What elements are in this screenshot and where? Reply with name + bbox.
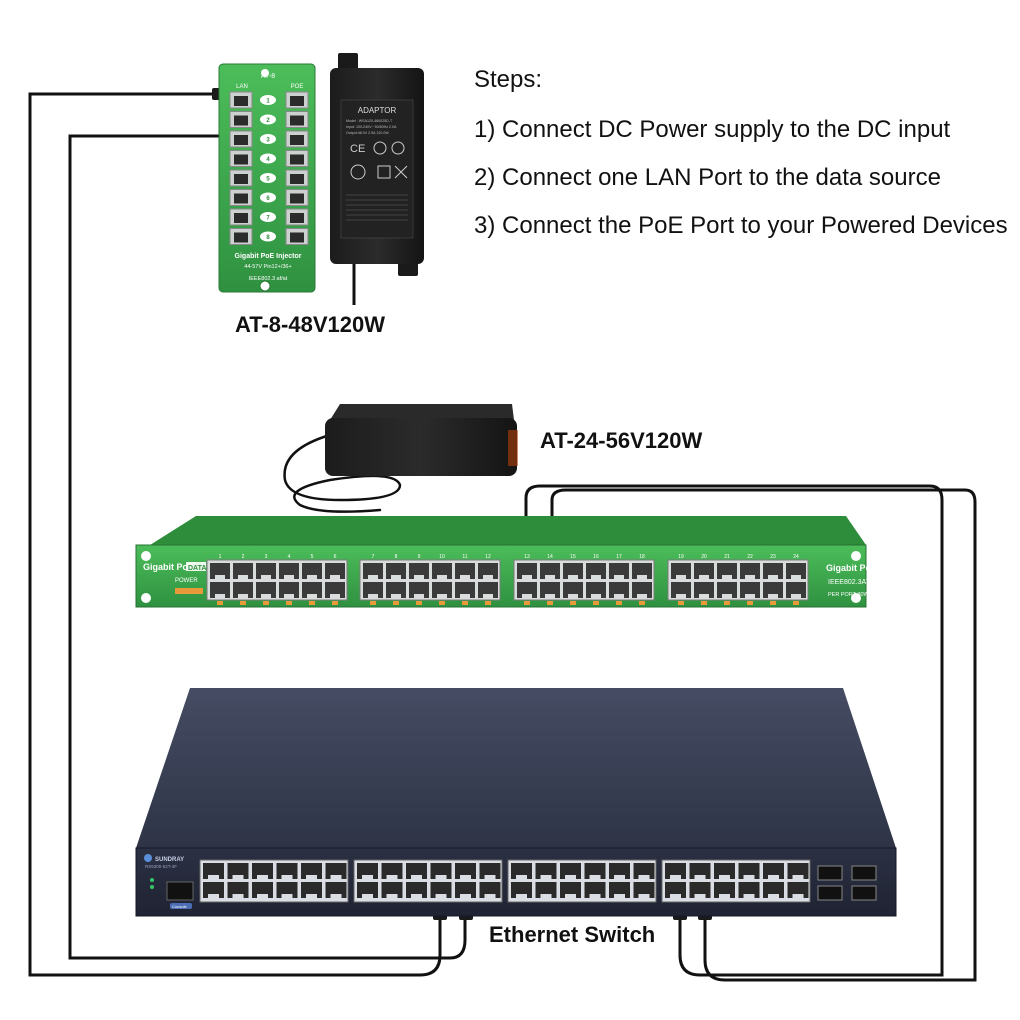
step-1: 1) Connect DC Power supply to the DC inp…: [474, 116, 951, 143]
switch-model: RS5300-52T-4F: [145, 864, 177, 869]
injector8-standard: IEEE802.3 af/at: [249, 276, 288, 282]
ul-icon: [350, 164, 366, 180]
injector24-port-number: 14: [547, 554, 553, 560]
injector8-ports: 1 2 3 4 5 6 7 8: [229, 91, 309, 245]
power-adaptor-24: [325, 404, 518, 476]
adaptor-cord-24: [283, 433, 402, 513]
injector24-port-number: 6: [334, 554, 337, 560]
sfp-ports: [817, 865, 877, 901]
step-2: 2) Connect one LAN Port to the data sour…: [474, 164, 941, 191]
ethernet-switch: SUNDRAY RS5300-52T-4F Console: [135, 688, 897, 917]
adaptor-line-2: Input: 100-240V~ 50/60Hz 2.0A: [346, 125, 397, 129]
injector24-right-note: PER PORT 30W: [828, 592, 870, 598]
injector8-spec: 44-57V Pin12+/36+: [244, 264, 291, 270]
injector8-port-number-badge: [260, 231, 276, 242]
injector24-port-number: 1: [219, 554, 222, 560]
injector8-port-number: 7: [266, 216, 270, 222]
sfp-port: [851, 885, 877, 901]
injector24-port-number: 19: [678, 554, 684, 560]
injector24-port-number: 13: [524, 554, 530, 560]
injector8-port-number-badge: [260, 153, 276, 164]
injector-8-port: AT-8 LAN POE 1 2 3 4 5 6 7 8 Gigabit PoE Inject…: [218, 63, 316, 293]
adaptor-line-1: Model : WSA120-480025D-T: [346, 119, 393, 123]
adaptor-line-3: Output:48.0V 2.5A 120.0W: [346, 131, 389, 135]
cables: [28, 92, 977, 982]
injector24-port-number: 24: [793, 554, 799, 560]
caption-switch: Ethernet Switch: [489, 922, 656, 947]
injector24-port-number: 4: [288, 554, 291, 560]
injector8-lan-header: LAN: [236, 84, 248, 90]
injector8-port-number: 2: [266, 118, 270, 124]
injector8-port-number-badge: [260, 192, 276, 203]
sundray-logo-icon: [144, 854, 152, 862]
injector24-brand: Gigabit PoE: [143, 562, 194, 572]
injector8-port-number: 8: [266, 235, 270, 241]
caption-at24: AT-24-56V120W: [540, 428, 703, 453]
adaptor-title: ADAPTOR: [358, 106, 397, 115]
steps-title: Steps:: [474, 66, 543, 93]
cert-icon-2: [391, 141, 405, 155]
injector-24-port: Gigabit PoE DATA POWER Gigabit PoE IEEE8…: [135, 516, 877, 608]
steps-panel: Steps: 1) Connect DC Power supply to the…: [474, 66, 1008, 261]
injector8-port-number-badge: [260, 173, 276, 183]
switch-console: Console: [172, 904, 187, 909]
injector24-port-number: 8: [395, 554, 398, 560]
injector24-right-title: Gigabit PoE: [826, 563, 877, 573]
injector24-port-number: 22: [747, 554, 753, 560]
injector8-port-number: 1: [266, 99, 270, 105]
injector24-port-number: 9: [418, 554, 421, 560]
cable-poe-switch-2: [550, 488, 977, 982]
injector24-port-number: 15: [570, 554, 576, 560]
power-adaptor-8: ADAPTOR Model : WSA120-480025D-T Input: …: [330, 53, 424, 305]
injector24-port-number: 5: [311, 554, 314, 560]
switch-ports: [199, 859, 811, 903]
injector24-port-number: 21: [724, 554, 730, 560]
console-port: [166, 881, 194, 901]
injector8-name: Gigabit PoE Injector: [235, 253, 302, 260]
injector24-port-number: 12: [485, 554, 491, 560]
injector24-port-number: 10: [439, 554, 445, 560]
injector24-port-number: 2: [242, 554, 245, 560]
injector24-right-std: IEEE802.3AT: [828, 579, 871, 586]
sfp-port: [817, 865, 843, 881]
injector24-port-number: 7: [372, 554, 375, 560]
sfp-port: [851, 865, 877, 881]
injector24-data-tag: DATA: [188, 565, 206, 572]
injector8-port-number-badge: [260, 95, 276, 105]
injector8-poe-header: POE: [291, 84, 304, 90]
injector24-port-number: 17: [616, 554, 622, 560]
bin-icon: [394, 165, 408, 179]
injector8-port-number-badge: [260, 114, 276, 125]
injector24-port-number: 3: [265, 554, 268, 560]
power-led: [175, 588, 203, 594]
step-3: 3) Connect the PoE Port to your Powered …: [474, 212, 1008, 239]
injector24-power-label: POWER: [175, 578, 198, 584]
cert-box-icon: [377, 165, 391, 179]
injector24-port-number: 23: [770, 554, 776, 560]
cert-icon: [373, 141, 387, 155]
injector24-port-number: 11: [462, 554, 467, 560]
injector8-model: AT-8: [261, 73, 275, 80]
injector8-port-number-badge: [260, 212, 276, 222]
cable-lan-2: [68, 134, 467, 960]
caption-at8: AT-8-48V120W: [235, 312, 385, 337]
ce-mark-icon: CE: [350, 143, 365, 155]
injector8-port-number-badge: [260, 134, 276, 144]
injector8-port-number: 4: [266, 157, 270, 163]
sfp-port: [817, 885, 843, 901]
injector8-port-number: 5: [266, 177, 270, 183]
injector24-port-number: 20: [701, 554, 707, 560]
injector8-port-number: 3: [266, 138, 270, 144]
injector8-port-number: 6: [266, 196, 270, 202]
injector24-port-number: 16: [593, 554, 599, 560]
injector24-port-number: 18: [639, 554, 645, 560]
switch-brand: SUNDRAY: [155, 857, 184, 863]
